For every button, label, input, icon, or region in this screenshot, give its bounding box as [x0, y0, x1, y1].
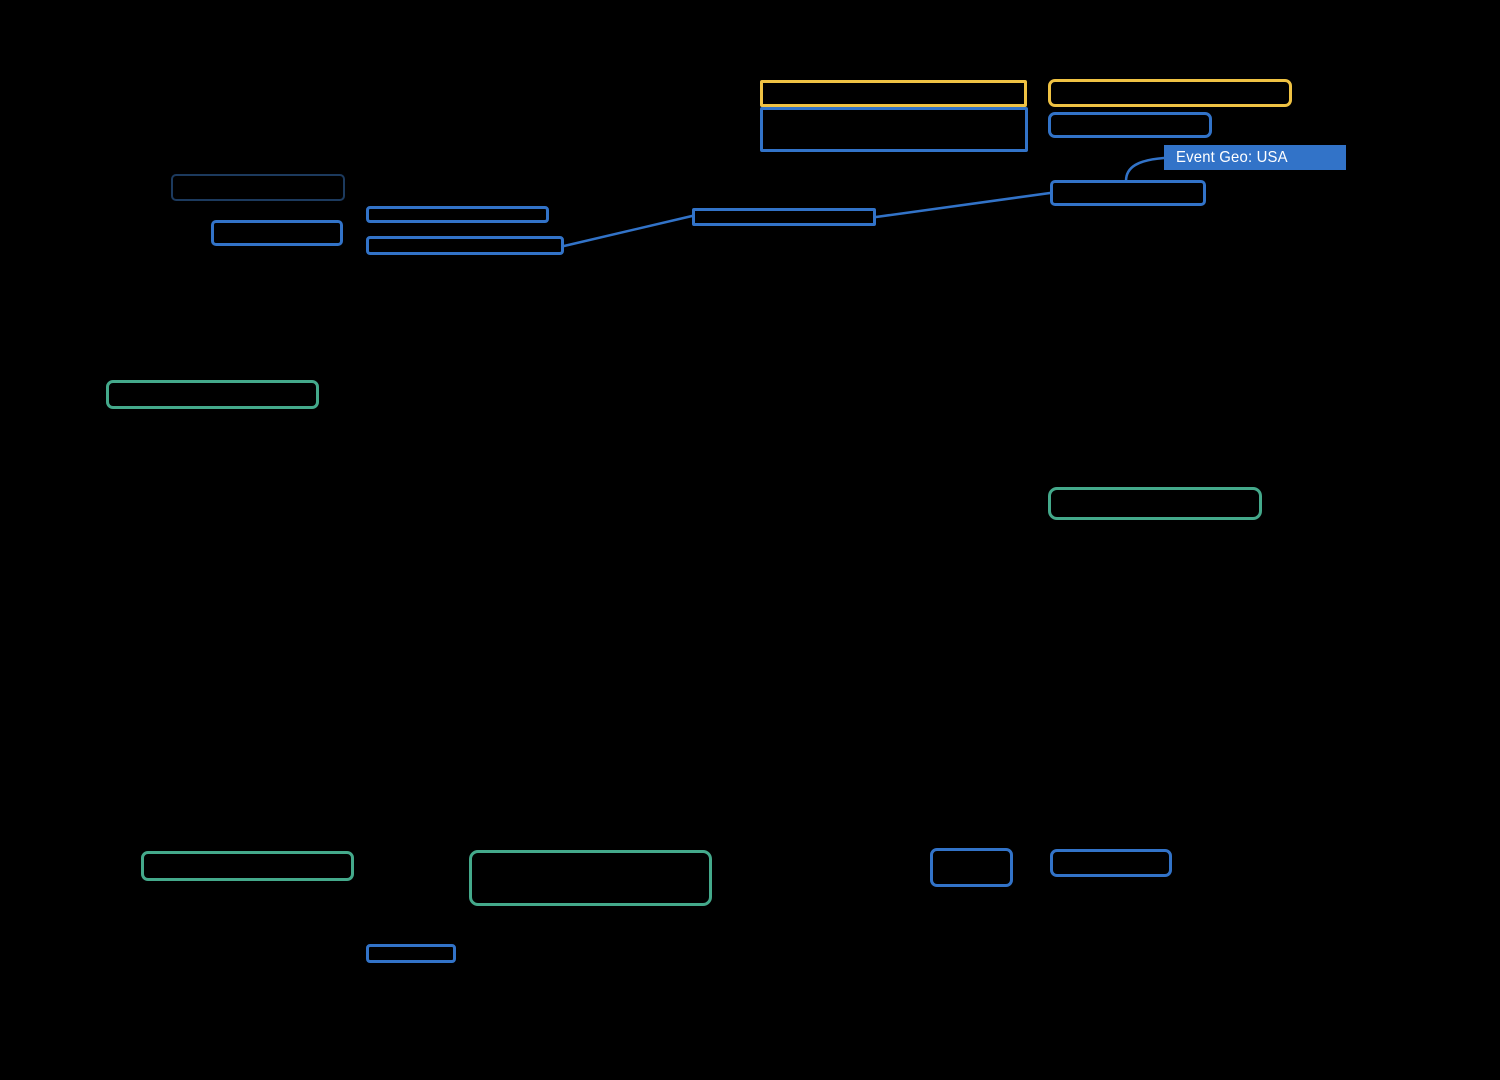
annotation-box-navy-left[interactable] — [171, 174, 345, 201]
annotation-box-blue-bottom-tiny[interactable] — [366, 944, 456, 963]
annotation-box-blue-right-top[interactable] — [1048, 112, 1212, 138]
annotation-box-green-bottom-center[interactable] — [469, 850, 712, 906]
annotation-box-blue-left-top[interactable] — [760, 107, 1028, 152]
annotation-box-green-right-mid[interactable] — [1048, 487, 1262, 520]
annotation-box-blue-left-sub[interactable] — [211, 220, 343, 246]
event-geo-tooltip: Event Geo: USA — [1164, 145, 1346, 170]
annotation-box-blue-mid-upper[interactable] — [366, 206, 549, 223]
annotation-box-yellow-right-top[interactable] — [1048, 79, 1292, 107]
annotation-box-green-left-upper[interactable] — [106, 380, 319, 409]
event-geo-tooltip-label: Event Geo: USA — [1176, 148, 1288, 166]
annotation-box-blue-bottom-small[interactable] — [930, 848, 1013, 887]
annotation-box-blue-center[interactable] — [692, 208, 876, 226]
annotation-box-green-bottom-left[interactable] — [141, 851, 354, 881]
annotation-box-blue-bottom-right[interactable] — [1050, 849, 1172, 877]
annotation-box-yellow-left-top[interactable] — [760, 80, 1027, 107]
annotation-box-blue-mid-lower[interactable] — [366, 236, 564, 255]
annotation-box-event-geo-target[interactable] — [1050, 180, 1206, 206]
